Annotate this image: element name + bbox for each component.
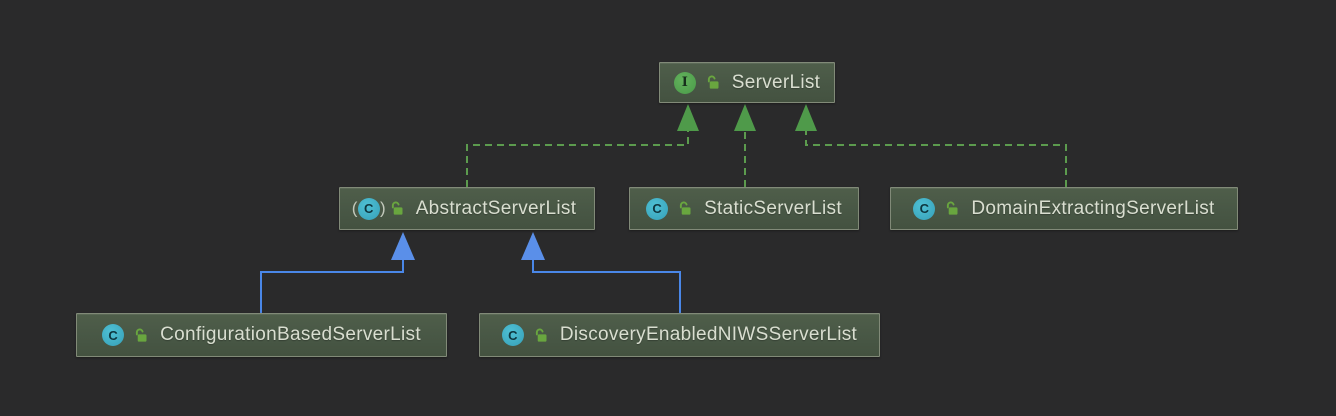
- class-badge-letter: C: [652, 201, 662, 216]
- realization-edge-domainextractingserverlist-serverlist: [805, 130, 1067, 187]
- public-visibility-unlock-icon: [707, 75, 719, 89]
- public-visibility-unlock-icon: [679, 201, 691, 215]
- inheritance-edge-configurationbased-abstract: [260, 259, 404, 313]
- realization-edge-abstractserverlist-serverlist: [466, 130, 689, 187]
- node-label: AbstractServerList: [415, 197, 577, 219]
- public-visibility-unlock-icon: [135, 327, 147, 342]
- diagram-node-abstractserverlist[interactable]: C AbstractServerList: [339, 187, 595, 230]
- node-label: DomainExtractingServerList: [971, 197, 1215, 219]
- inheritance-arrowhead-icon: [391, 232, 415, 260]
- realization-arrowhead-icon: [795, 104, 817, 131]
- interface-badge-letter: I: [681, 75, 688, 90]
- inheritance-edge-discoveryenabled-abstract: [532, 259, 681, 313]
- diagram-node-serverlist[interactable]: I ServerList: [659, 62, 835, 103]
- public-visibility-unlock-icon: [947, 201, 958, 215]
- class-badge-letter: C: [363, 201, 374, 216]
- diagram-node-discoveryenabledniwsserverlist[interactable]: C DiscoveryEnabledNIWSServerList: [479, 313, 880, 357]
- node-label: ServerList: [731, 71, 821, 93]
- realization-arrowhead-icon: [677, 104, 699, 131]
- public-visibility-unlock-icon: [391, 201, 403, 215]
- class-icon: C: [913, 197, 936, 220]
- realization-arrowhead-icon: [734, 104, 756, 131]
- inheritance-arrowhead-icon: [521, 232, 545, 260]
- class-badge-letter: C: [508, 327, 518, 343]
- node-label: ConfigurationBasedServerList: [160, 324, 421, 345]
- class-icon: C: [646, 197, 669, 220]
- class-icon: C: [501, 324, 524, 346]
- public-visibility-unlock-icon: [535, 327, 547, 342]
- diagram-node-staticserverlist[interactable]: C StaticServerList: [629, 187, 859, 230]
- class-badge-letter: C: [108, 327, 118, 343]
- diagram-node-configurationbasedserverlist[interactable]: C ConfigurationBasedServerList: [76, 313, 447, 357]
- class-badge-letter: C: [919, 201, 930, 216]
- abstract-class-icon: C: [357, 197, 380, 220]
- interface-icon: I: [673, 71, 696, 94]
- node-label: StaticServerList: [704, 197, 842, 219]
- node-label: DiscoveryEnabledNIWSServerList: [559, 324, 858, 345]
- diagram-node-domainextractingserverlist[interactable]: C DomainExtractingServerList: [890, 187, 1238, 230]
- class-icon: C: [102, 324, 125, 346]
